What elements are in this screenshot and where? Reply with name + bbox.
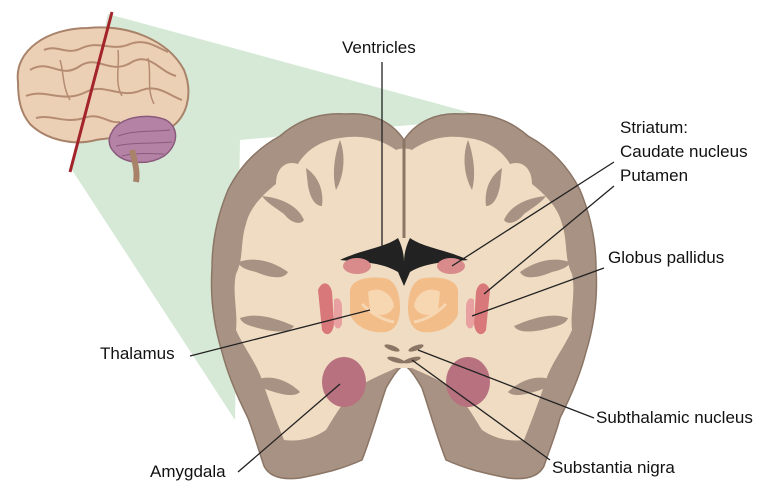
label-caudate-nucleus: Caudate nucleus [620,142,748,162]
label-amygdala: Amygdala [150,462,226,482]
coronal-slice [211,114,596,479]
amygdala-right [446,357,490,407]
label-putamen: Putamen [620,166,688,186]
globus-pallidus-left [334,298,342,328]
globus-pallidus-right [466,298,474,328]
cerebellum [109,116,175,162]
label-subthalamic-nucleus: Subthalamic nucleus [596,408,753,428]
label-thalamus: Thalamus [100,344,175,364]
label-ventricles: Ventricles [342,38,416,58]
label-substantia-nigra: Substantia nigra [552,458,675,478]
caudate-nucleus-left [343,258,371,274]
label-globus-pallidus: Globus pallidus [608,248,724,268]
label-striatum: Striatum: [620,118,688,138]
amygdala-left [322,357,366,407]
